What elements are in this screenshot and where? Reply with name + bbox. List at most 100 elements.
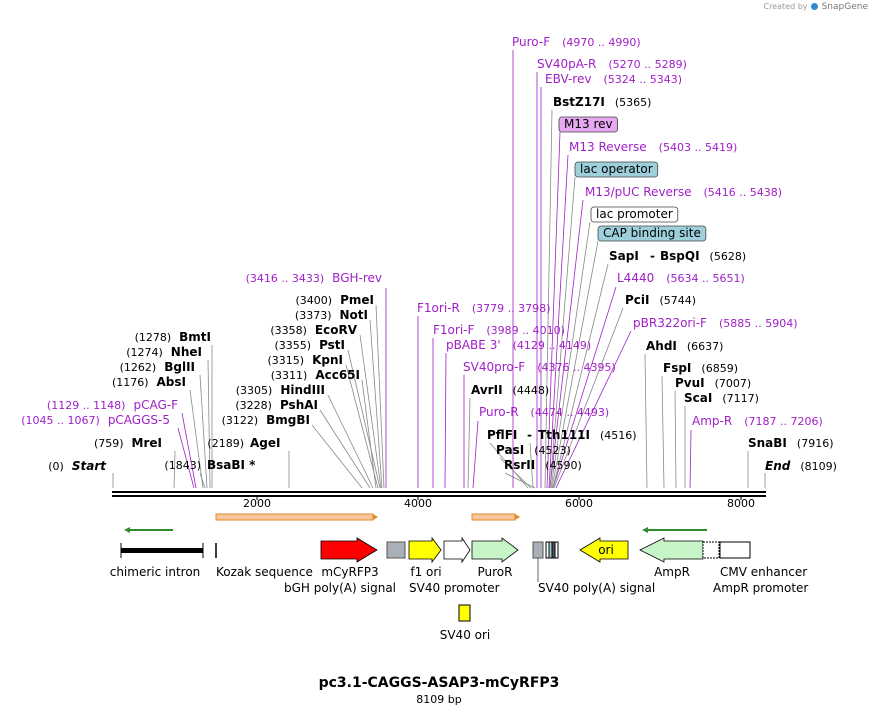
site-name-f1ori-r: F1ori-R [417, 301, 460, 315]
site-label-ebv-rev: EBV-rev (5324 .. 5343) [545, 72, 682, 86]
site-name-bmgbi: BmgBI [266, 413, 310, 427]
site-label-psti: PstI(3355) [274, 338, 345, 352]
chimeric-intron-label: chimeric intron [110, 565, 201, 579]
site-pos-avrii: (4448) [513, 384, 550, 397]
site-label-scai: ScaI(7117) [684, 391, 759, 405]
snapgene-credit: Created by SnapGene [763, 2, 868, 12]
site-name-pcaggs-5: pCAGGS-5 [108, 413, 170, 427]
site-name-ebv-rev: EBV-rev [545, 72, 591, 86]
site-pos-puro-f: (4970 .. 4990) [562, 36, 641, 49]
site-name-acc65i: Acc65I [315, 368, 360, 382]
site-pos-mrei: (759) [94, 437, 124, 450]
plasmid-name: pc3.1-CAGGS-ASAP3-mCyRFP3 [318, 675, 560, 691]
site-pos-f1ori-r: (3779 .. 3798) [472, 302, 551, 315]
site-name-amp-r: Amp-R [692, 414, 732, 428]
site-name-sv40pro-f: SV40pro-F [463, 360, 525, 374]
site-pos-puro-r: (4474 .. 4493) [531, 406, 610, 419]
site-name-bglii: BglII [164, 360, 195, 374]
site-label-bmti: BmtI(1278) [135, 330, 211, 344]
site-label-acc65i: Acc65I (3311) [271, 368, 360, 382]
site-label-lac-operator: lac operator [574, 161, 659, 178]
site-name-cap-binding-site: CAP binding site [603, 226, 701, 240]
site-pos-hindiii: (3305) [236, 384, 273, 397]
site-pos-scai: (7117) [722, 392, 759, 405]
site-label-f1ori-r: F1ori-R (3779 .. 3798) [417, 301, 550, 315]
site-pos-fspi: (6859) [701, 362, 738, 375]
site-pos-noti: (3373) [295, 309, 332, 322]
puror-label: PuroR [478, 565, 513, 579]
site-label-f1ori-f: F1ori-F (3989 .. 4010) [433, 323, 565, 337]
site-name-bspqi: BspQI [660, 249, 700, 263]
site-name-nhei: NheI [171, 345, 202, 359]
site-name-f1ori-f: F1ori-F [433, 323, 474, 337]
site-label-sapi-dash: - [650, 249, 655, 263]
site-pos-end: (8109) [800, 460, 837, 473]
ruler-tick-4000: 4000 [404, 497, 432, 510]
site-label-rsrii: RsrII(4590) [504, 458, 582, 472]
sequence-backbone: 2000 4000 6000 8000 [112, 491, 766, 510]
site-name-pmei: PmeI [340, 293, 374, 307]
site-name-m13-rev: M13 rev [564, 117, 613, 131]
site-pos-pcag-f: (1129 .. 1148) [47, 399, 126, 412]
site-pos-pvui: (7007) [715, 377, 752, 390]
site-label-ecorv: EcoRV(3358) [270, 323, 357, 337]
site-pos-bmgbi: (3122) [222, 414, 259, 427]
lac-features-cluster [545, 541, 559, 559]
site-pos-acc65i: (3311) [271, 369, 308, 382]
site-pos-ahdi: (6637) [687, 340, 724, 353]
site-name-pvui: PvuI [675, 376, 705, 390]
sv40-polya-label: SV40 poly(A) signal [538, 581, 655, 595]
site-label-snabi: SnaBI(7916) [748, 436, 833, 450]
ampr-promoter-box [702, 541, 720, 559]
site-name-sv40pa-r: SV40pA-R [537, 57, 596, 71]
sv40-ori-box [458, 604, 471, 622]
site-name-sapi: SapI [609, 249, 639, 263]
site-name-fspi: FspI [663, 361, 691, 375]
site-name-pflfi-dash: - [527, 428, 532, 442]
site-pos-ecorv: (3358) [270, 324, 307, 337]
site-name-pcii: PciI [625, 293, 650, 307]
site-label-start: Start(0) [48, 459, 107, 473]
bgh-polya-label: bGH poly(A) signal [284, 581, 396, 595]
site-pos-kpni: (3315) [268, 354, 305, 367]
site-name-tth111i: Tth111I [538, 428, 590, 442]
site-label-avrii: AvrII (4448) [471, 383, 549, 397]
site-pos-ebv-rev: (5324 .. 5343) [603, 73, 682, 86]
site-pos-bglii: (1262) [120, 361, 157, 374]
site-label-noti: NotI(3373) [295, 308, 368, 322]
site-name-kpni: KpnI [312, 353, 343, 367]
site-name-l4440: L4440 [617, 271, 654, 285]
site-label-pvui: PvuI (7007) [675, 376, 751, 390]
site-label-sv40pro-f: SV40pro-F(4376 .. 4395) [463, 360, 616, 374]
site-name-end: End [765, 459, 791, 473]
site-label-bmgbi: BmgBI (3122) [222, 413, 310, 427]
site-label-ahdi: AhdI (6637) [646, 339, 723, 353]
site-label-pflfi: PflFI [487, 428, 517, 442]
site-name-start: Start [72, 459, 107, 473]
site-name-avrii: AvrII [471, 383, 503, 397]
site-labels: Puro-F(4970 .. 4990)SV40pA-R(5270 .. 528… [21, 35, 837, 473]
site-pos-bstz17i: (5365) [615, 96, 652, 109]
site-pos-bgh-rev: (3416 .. 3433) [246, 272, 325, 285]
site-label-bstz17i: BstZ17I(5365) [553, 95, 651, 109]
plasmid-length: 8109 bp [416, 693, 462, 706]
ori-arrow [579, 537, 629, 563]
ruler-tick-2000: 2000 [243, 497, 271, 510]
site-label-end: End (8109) [765, 459, 837, 473]
kozak-label: Kozak sequence [216, 565, 313, 579]
ruler-tick-8000: 8000 [727, 497, 755, 510]
sv40-ori-label: SV40 ori [440, 628, 491, 642]
site-label-puro-f: Puro-F(4970 .. 4990) [512, 35, 641, 49]
site-pos-f1ori-f: (3989 .. 4010) [486, 324, 565, 337]
site-label-pcag-f: pCAG-F(1129 .. 1148) [47, 398, 178, 412]
site-label-pmei: PmeI(3400) [296, 293, 374, 307]
mcyrfp3-label: mCyRFP3 [321, 565, 378, 579]
site-label-bspqi: BspQI(5628) [660, 249, 746, 263]
credit-brand: SnapGene [821, 2, 868, 12]
site-name-absi: AbsI [157, 375, 186, 389]
site-name-ahdi: AhdI [646, 339, 677, 353]
site-label-agei: AgeI(2189) [207, 436, 280, 450]
site-name-pshai: PshAI [280, 398, 318, 412]
site-name-bgh-rev: BGH-rev [332, 271, 382, 285]
sv40-promoter-label: SV40 promoter [409, 581, 500, 595]
